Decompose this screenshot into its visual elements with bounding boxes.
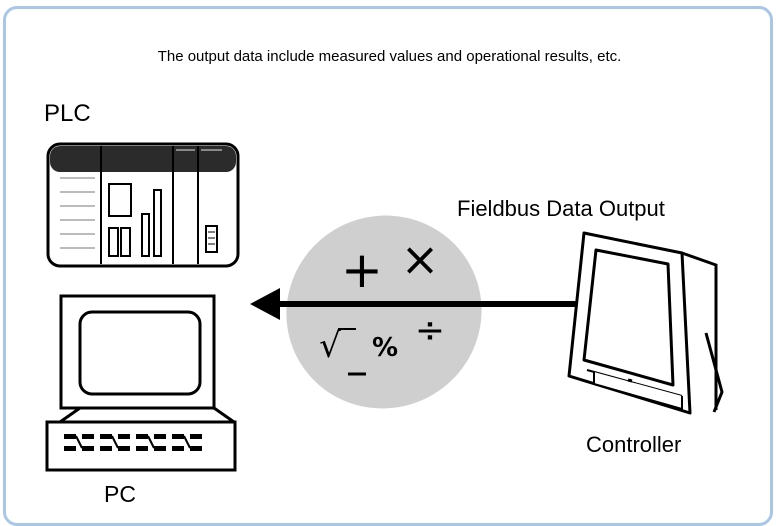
- divide-symbol: ÷: [415, 310, 445, 351]
- times-symbol: ×: [401, 232, 440, 286]
- sqrt-symbol: √: [319, 326, 341, 366]
- caption-text: The output data include measured values …: [157, 48, 622, 65]
- percent-symbol: %: [372, 333, 398, 363]
- fieldbus-label: Fieldbus Data Output: [457, 196, 665, 221]
- operation-bubble: [286, 215, 482, 409]
- pc-icon: [45, 294, 237, 472]
- diagram-canvas: + × √ % ÷: [45, 142, 724, 472]
- plus-symbol: +: [341, 241, 383, 299]
- controller-label: Controller: [586, 432, 682, 457]
- pc-label: PC: [104, 481, 136, 507]
- plc-icon: [46, 142, 240, 268]
- controller-icon: [567, 231, 724, 415]
- data-flow-arrow: [250, 288, 588, 320]
- plc-label: PLC: [44, 100, 91, 127]
